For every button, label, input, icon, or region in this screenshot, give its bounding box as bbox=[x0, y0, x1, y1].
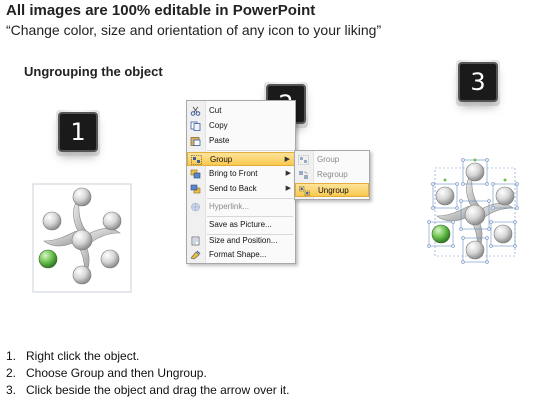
step-index: 1. bbox=[6, 349, 17, 363]
send-back-icon bbox=[190, 184, 201, 194]
menu-item-label: Bring to Front bbox=[209, 169, 258, 178]
submenu-item-regroup[interactable]: Regroup bbox=[295, 168, 369, 182]
step-row: 3. Click beside the object and drag the a… bbox=[6, 382, 289, 399]
menu-item-label: Group bbox=[210, 155, 233, 164]
page-subtitle: “Change color, size and orientation of a… bbox=[6, 22, 382, 38]
page-title: All images are 100% editable in PowerPoi… bbox=[6, 2, 316, 19]
submenu-item-ungroup[interactable]: Ungroup bbox=[295, 183, 369, 197]
scissors-icon bbox=[190, 106, 201, 116]
step-text: Choose Group and then Ungroup. bbox=[26, 366, 207, 380]
menu-separator bbox=[207, 198, 293, 199]
menu-item-save-as-picture[interactable]: Save as Picture... bbox=[187, 218, 295, 232]
step-number-3: 3 bbox=[456, 60, 500, 106]
menu-item-label: Hyperlink... bbox=[209, 202, 250, 211]
menu-item-hyperlink[interactable]: Hyperlink... bbox=[187, 200, 295, 214]
step-text: Right click the object. bbox=[26, 349, 140, 363]
menu-item-label: Group bbox=[317, 155, 340, 164]
menu-item-paste[interactable]: Paste bbox=[187, 134, 295, 148]
group-icon bbox=[298, 155, 309, 165]
menu-item-copy[interactable]: Copy bbox=[187, 119, 295, 133]
menu-separator bbox=[207, 150, 293, 151]
menu-item-bring-to-front[interactable]: Bring to Front ▶ bbox=[187, 167, 295, 181]
copy-icon bbox=[190, 121, 201, 131]
menu-item-group[interactable]: Group ▶ bbox=[187, 152, 295, 166]
bring-front-icon bbox=[190, 169, 201, 179]
submenu-arrow-icon: ▶ bbox=[284, 156, 290, 163]
group-submenu: Group Regroup Ungroup bbox=[294, 150, 370, 200]
step-row: 1. Right click the object. bbox=[6, 348, 289, 365]
menu-item-label: Format Shape... bbox=[209, 250, 267, 259]
menu-item-label: Send to Back bbox=[209, 184, 257, 193]
step-index: 3. bbox=[6, 383, 17, 397]
menu-item-label: Copy bbox=[209, 121, 228, 130]
submenu-arrow-icon: ▶ bbox=[285, 185, 291, 192]
menu-item-cut[interactable]: Cut bbox=[187, 104, 295, 118]
menu-item-format-shape[interactable]: Format Shape... bbox=[187, 248, 295, 262]
menu-item-size-and-position[interactable]: Size and Position... bbox=[187, 234, 295, 248]
grouped-object[interactable] bbox=[32, 183, 132, 293]
instruction-steps: 1. Right click the object. 2. Choose Group… bbox=[6, 348, 289, 399]
step-number-1: 1 bbox=[56, 110, 100, 156]
section-heading: Ungrouping the object bbox=[24, 64, 163, 79]
menu-separator bbox=[207, 234, 293, 235]
regroup-icon bbox=[299, 171, 308, 179]
size-position-icon bbox=[191, 236, 200, 246]
step-row: 2. Choose Group and then Ungroup. bbox=[6, 365, 289, 382]
submenu-arrow-icon: ▶ bbox=[285, 170, 291, 177]
menu-item-label: Regroup bbox=[317, 170, 348, 179]
group-icon bbox=[191, 155, 202, 165]
menu-item-label: Cut bbox=[209, 106, 222, 115]
menu-item-label: Save as Picture... bbox=[209, 220, 272, 229]
step-text: Click beside the object and drag the arr… bbox=[26, 383, 290, 397]
ungrouped-object[interactable] bbox=[425, 158, 525, 268]
format-shape-icon bbox=[190, 250, 201, 260]
ungroup-icon bbox=[299, 186, 310, 196]
context-menu: Cut Copy Paste Group ▶ Bring to Front ▶ bbox=[186, 100, 296, 264]
step-index: 2. bbox=[6, 366, 17, 380]
submenu-item-group[interactable]: Group bbox=[295, 153, 369, 167]
paste-icon bbox=[190, 137, 201, 146]
menu-item-label: Paste bbox=[209, 136, 230, 145]
menu-item-label: Ungroup bbox=[318, 186, 349, 195]
menu-separator bbox=[207, 216, 293, 217]
menu-item-label: Size and Position... bbox=[209, 236, 278, 245]
menu-item-send-to-back[interactable]: Send to Back ▶ bbox=[187, 182, 295, 196]
hyperlink-icon bbox=[191, 202, 200, 212]
